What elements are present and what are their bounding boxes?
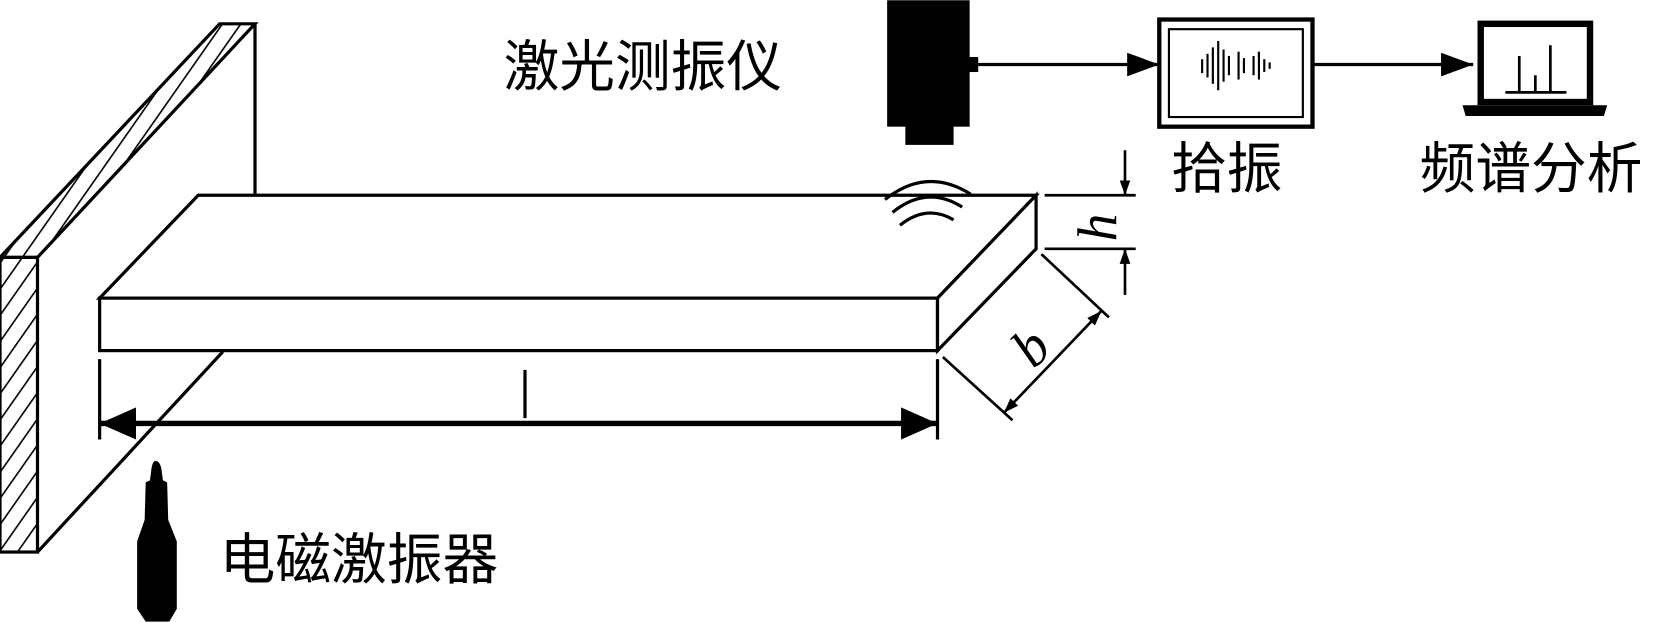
pickup-device-icon [1157, 17, 1315, 129]
electromagnetic-exciter-icon [137, 460, 177, 622]
height-dimension [1044, 150, 1136, 295]
spectrum-analysis-label: 频谱分析 [1420, 137, 1643, 202]
vibration-wave-icon [884, 179, 972, 227]
laser-vibrometer-label: 激光测振仪 [504, 35, 783, 100]
pickup-label: 拾振 [1171, 137, 1282, 202]
height-symbol: h [1067, 213, 1129, 241]
em-exciter-label: 电磁激振器 [220, 528, 499, 593]
width-dimension [941, 253, 1110, 422]
laser-vibrometer-icon [887, 0, 979, 145]
laptop-analyzer-icon [1462, 20, 1608, 116]
length-dimension [98, 359, 940, 440]
fixed-wall [0, 22, 259, 554]
width-symbol: b [999, 316, 1063, 380]
cantilever-beam [95, 191, 1040, 355]
